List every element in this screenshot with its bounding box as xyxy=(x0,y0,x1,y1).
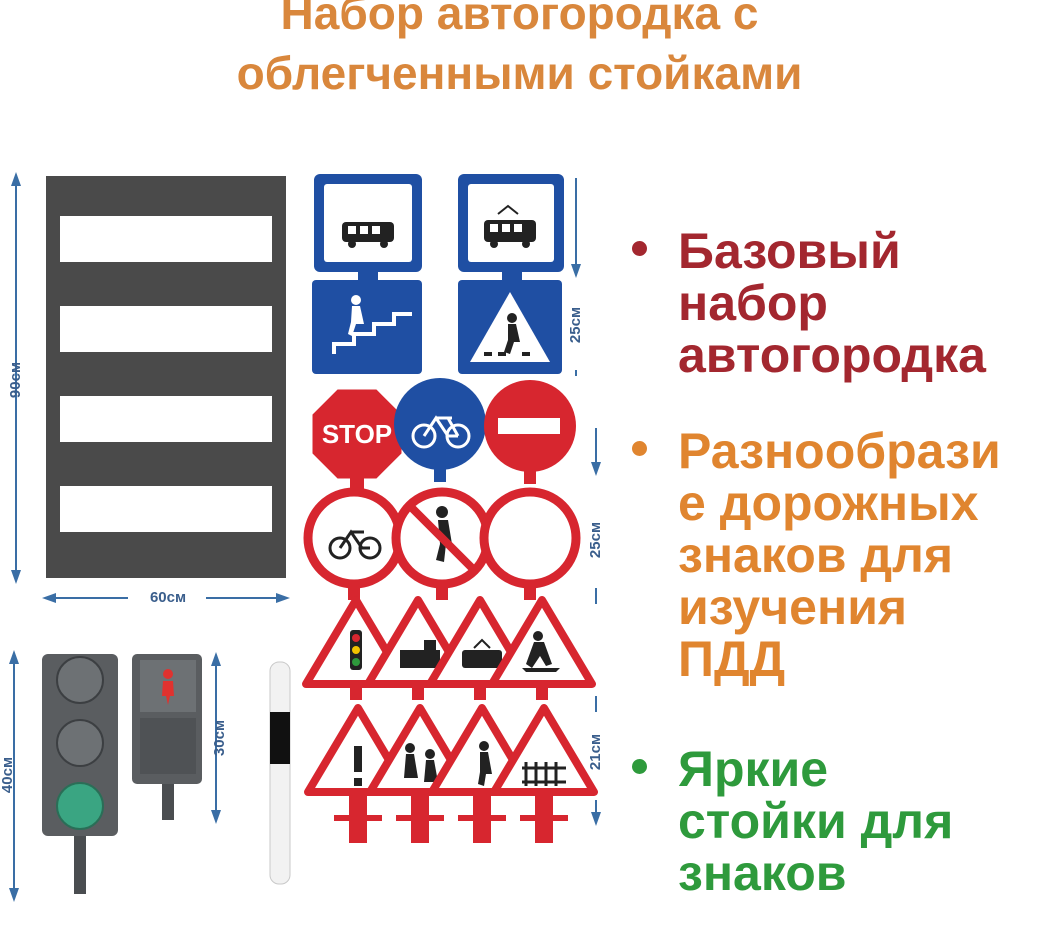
feature-line: автогородка xyxy=(678,327,986,383)
feature-line: е дорожных xyxy=(678,475,979,531)
pedestrian-light-height-label: 30см xyxy=(211,720,228,756)
bullet-dot xyxy=(632,441,647,456)
round-signs-height-label: 25см xyxy=(587,522,604,558)
crosswalk-width-dimension xyxy=(42,593,290,603)
stop-sign-label: STOP xyxy=(322,419,392,449)
title-line-1: Набор автогородка с xyxy=(280,0,759,39)
round-signs-dimension xyxy=(591,428,601,604)
bicycle-path-sign xyxy=(394,378,486,482)
title-line-2: облегченными стойками xyxy=(236,47,803,99)
page-title: Набор автогородка с облегченными стойкам… xyxy=(0,0,1039,100)
crosswalk-height-dimension xyxy=(11,172,21,584)
road-works-warning-sign xyxy=(488,596,596,700)
triangle-signs-dimension xyxy=(591,696,601,826)
feature-line: изучения xyxy=(678,579,908,635)
square-signs-dimension xyxy=(571,178,581,376)
crosswalk-height-label: 90см xyxy=(7,362,24,398)
level-crossing-with-barrier-sign xyxy=(490,704,598,843)
feature-line: стойки для xyxy=(678,793,954,849)
feature-line: Разнообрази xyxy=(678,423,1001,479)
square-signs-height-label: 25см xyxy=(567,307,584,343)
feature-line: набор xyxy=(678,275,828,331)
feature-line: Базовый xyxy=(678,223,901,279)
feature-line: знаков для xyxy=(678,527,954,583)
feature-line: ПДД xyxy=(678,631,786,687)
underground-crossing-sign xyxy=(312,280,422,374)
no-bicycles-sign xyxy=(303,487,405,600)
pedestrian-traffic-light xyxy=(132,654,202,820)
traffic-light xyxy=(42,654,118,894)
feature-line: Яркие xyxy=(678,741,829,797)
bullet-dot xyxy=(632,759,647,774)
no-traffic-sign xyxy=(479,487,581,600)
traffic-light-height-label: 40см xyxy=(0,757,16,793)
no-entry-sign xyxy=(484,380,576,484)
bus-stop-sign xyxy=(314,174,422,284)
crosswalk-width-label: 60см xyxy=(150,589,186,606)
traffic-baton xyxy=(269,661,291,885)
traffic-light-height-dimension xyxy=(9,650,19,902)
crosswalk-mat xyxy=(46,176,286,578)
triangle-signs-height-label: 21см xyxy=(587,734,604,770)
product-illustration: 90см 60см 40см 30см xyxy=(0,172,604,902)
feature-line: знаков xyxy=(678,845,847,901)
tram-stop-sign xyxy=(458,174,564,282)
no-pedestrians-sign xyxy=(391,487,493,600)
pedestrian-light-height-dimension xyxy=(211,652,221,824)
pedestrian-crossing-sign xyxy=(458,280,562,374)
bullet-dot xyxy=(632,241,647,256)
